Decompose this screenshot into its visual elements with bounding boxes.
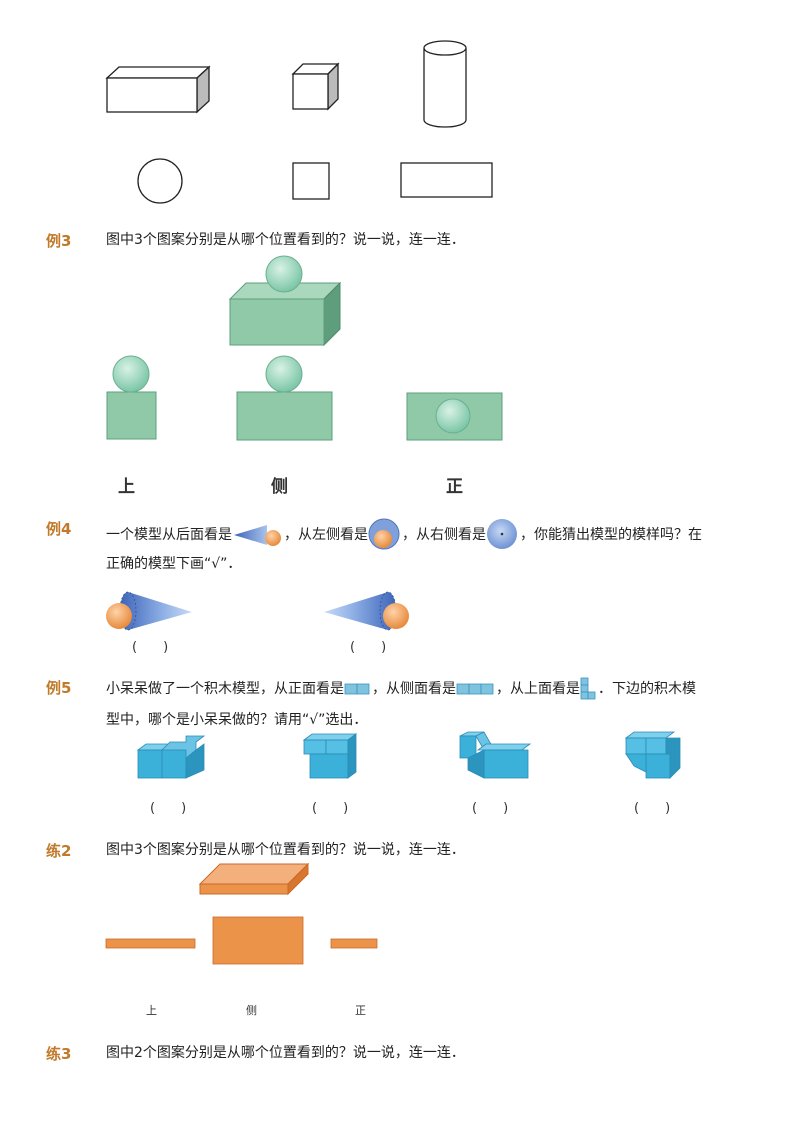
top-view-icon	[580, 677, 596, 700]
rectangle-shape	[400, 162, 493, 198]
block-model-option-4	[624, 731, 681, 779]
example-5-label: 例5	[46, 679, 72, 697]
view-short-thin-rectangle	[330, 938, 378, 949]
example-5-question: 小呆呆做了一个积木模型，从正面看是 ，从侧面看是 ，从上面看是 ．下边的积木模	[106, 677, 746, 701]
view-long-thin-rectangle	[105, 938, 196, 949]
view-label-side: 侧	[246, 1004, 257, 1017]
cylinder-figure	[423, 40, 467, 128]
front-view-icon	[344, 683, 370, 695]
answer-blank[interactable]: ( )	[634, 801, 671, 816]
block-model-option-2	[302, 733, 358, 779]
cuboid-figure	[105, 65, 211, 114]
answer-blank[interactable]: ( )	[132, 640, 169, 655]
example-4-question: 一个模型从后面看是 ，从左侧看是 ，从右侧看是 ，你能猜出模型的模样吗？在	[106, 518, 746, 552]
answer-blank[interactable]: ( )	[150, 801, 187, 816]
view-label-front: 正	[446, 477, 463, 497]
flat-box-model	[198, 862, 310, 896]
cone-back-view-icon	[234, 525, 281, 546]
example-3-question: 图中3个图案分别是从哪个位置看到的？说一说，连一连．	[106, 232, 465, 248]
view-label-top: 上	[118, 477, 135, 497]
view-ball-inside-rectangle	[406, 392, 503, 441]
practice-2-question: 图中3个图案分别是从哪个位置看到的？说一说，连一连．	[106, 842, 465, 858]
cone-model-option-1	[106, 591, 192, 631]
circle-shape	[137, 158, 183, 204]
answer-blank[interactable]: ( )	[312, 801, 349, 816]
cube-figure	[291, 62, 340, 111]
answer-blank[interactable]: ( )	[472, 801, 509, 816]
example-4-label: 例4	[46, 520, 72, 538]
view-large-rectangle	[212, 916, 304, 965]
answer-blank[interactable]: ( )	[350, 640, 387, 655]
view-label-side: 侧	[271, 477, 288, 497]
block-model-option-1	[136, 735, 206, 779]
view-ball-on-square	[106, 355, 157, 440]
practice-3-question: 图中2个图案分别是从哪个位置看到的？说一说，连一连．	[106, 1045, 465, 1061]
example-5-question-cont: 型中，哪个是小呆呆做的？请用“√”选出．	[106, 712, 368, 728]
cone-left-view-icon	[368, 518, 400, 550]
square-shape	[292, 162, 330, 200]
example-4-question-cont: 正确的模型下画“√”．	[106, 556, 242, 572]
block-model-option-3	[459, 731, 532, 779]
practice-3-label: 练3	[46, 1045, 72, 1063]
cone-model-option-2	[324, 591, 409, 631]
view-ball-on-rectangle	[236, 355, 333, 441]
view-label-front: 正	[355, 1004, 366, 1017]
cone-right-view-icon	[487, 519, 517, 549]
box-with-ball-model	[228, 255, 342, 347]
example-3-label: 例3	[46, 232, 72, 250]
side-view-icon	[456, 683, 494, 695]
view-label-top: 上	[146, 1004, 157, 1017]
practice-2-label: 练2	[46, 842, 72, 860]
